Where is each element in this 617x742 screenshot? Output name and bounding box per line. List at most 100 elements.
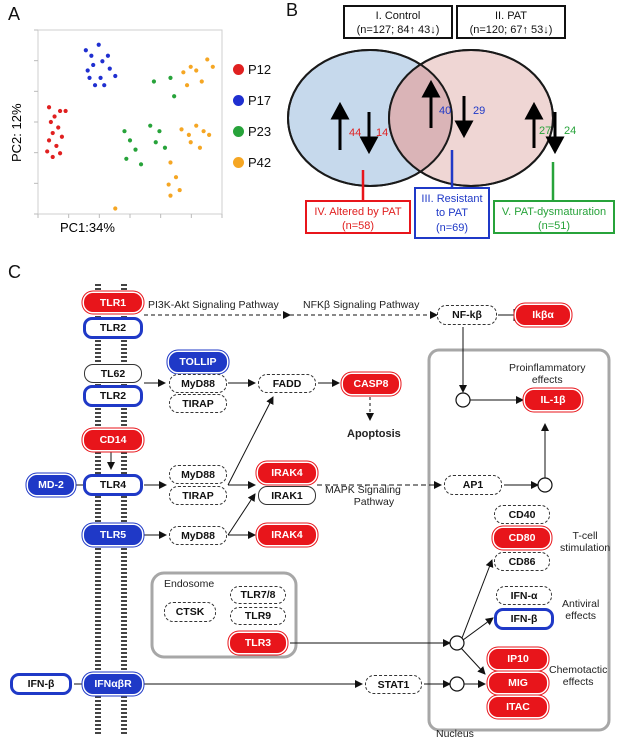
data-point-p23 <box>122 129 127 134</box>
ap1-node: AP1 <box>444 475 502 495</box>
data-point-p23 <box>162 145 168 150</box>
ctsk-node: CTSK <box>164 602 216 622</box>
data-point-p17 <box>96 42 101 47</box>
data-point-p12 <box>48 119 53 125</box>
junction-node <box>449 676 465 692</box>
md2-node: MD-2 <box>28 475 74 495</box>
right-down-count: 24 <box>564 125 576 137</box>
irak4-node-2: IRAK4 <box>258 525 316 545</box>
cd40-node: CD40 <box>494 505 550 524</box>
tollip-node: TOLLIP <box>169 352 227 372</box>
junction-node <box>449 635 465 651</box>
tlr5-node: TLR5 <box>84 525 142 545</box>
dysmat-title: V. PAT-dysmaturation <box>501 206 607 218</box>
panel-label-a: A <box>8 4 21 24</box>
irak1-node: IRAK1 <box>258 486 316 505</box>
data-point-p12 <box>57 108 63 114</box>
legend-item-p42: P42 <box>233 155 271 170</box>
data-point-p17 <box>105 53 111 58</box>
data-point-p17 <box>87 75 92 80</box>
data-point-p12 <box>50 130 55 136</box>
pat-count: (n=120; 67↑ 53↓) <box>469 24 553 37</box>
myd88-node-2: MyD88 <box>169 465 227 484</box>
tirap-node-2: TIRAP <box>169 486 227 505</box>
data-point-p12 <box>52 114 57 119</box>
data-point-p23 <box>151 79 157 84</box>
data-point-p42 <box>177 187 182 193</box>
dysmat-count: (n=51) <box>537 220 571 233</box>
data-point-p23 <box>172 94 177 99</box>
data-point-p17 <box>98 75 103 80</box>
myd88-node: MyD88 <box>169 374 227 393</box>
apoptosis-label: Apoptosis <box>347 428 401 440</box>
data-point-p17 <box>85 68 90 73</box>
data-point-p42 <box>184 83 190 88</box>
data-point-p42 <box>179 127 184 132</box>
resistant-count: (n=69) <box>435 221 469 234</box>
tlr3-node: TLR3 <box>230 633 286 653</box>
altered-count: (n=58) <box>341 220 375 233</box>
data-point-p42 <box>201 129 206 134</box>
control-count: (n=127; 84↑ 43↓) <box>356 24 440 37</box>
tlr9-node: TLR9 <box>230 607 286 625</box>
data-point-p42 <box>210 64 215 69</box>
junction-node <box>455 392 471 408</box>
fadd-node: FADD <box>258 374 316 393</box>
data-point-p17 <box>89 53 94 58</box>
casp8-node: CASP8 <box>343 374 399 394</box>
stat1-node: STAT1 <box>365 675 422 694</box>
data-point-p42 <box>173 175 179 180</box>
data-point-p12 <box>57 151 63 156</box>
ifnabr-node: IFNαβR <box>84 674 142 694</box>
legend-label: P23 <box>248 124 272 139</box>
data-point-p12 <box>46 105 52 110</box>
x-axis-label: PC1:34% <box>60 220 115 235</box>
data-point-p42 <box>168 193 173 198</box>
data-point-p17 <box>102 83 107 88</box>
data-point-p12 <box>56 125 61 130</box>
tlr78-node: TLR7/8 <box>230 586 286 604</box>
y-axis-label: PC2: 12% <box>9 103 24 162</box>
data-point-p12 <box>50 154 55 160</box>
data-point-p12 <box>63 108 68 114</box>
data-point-p23 <box>168 75 173 80</box>
data-point-p17 <box>92 83 98 88</box>
mig-node: MIG <box>489 673 547 693</box>
data-point-p17 <box>113 73 118 79</box>
myd88-node-3: MyD88 <box>169 526 227 545</box>
legend-item-p17: P17 <box>233 93 271 108</box>
data-point-p17 <box>107 66 112 71</box>
legend-swatch <box>233 126 244 137</box>
itac-node: ITAC <box>489 697 547 717</box>
data-point-p23 <box>124 156 129 161</box>
control-title: I. Control <box>375 10 421 22</box>
data-point-p42 <box>166 182 171 187</box>
right-up-count: 27 <box>539 125 551 137</box>
membrane-right <box>121 282 127 734</box>
data-point-p42 <box>197 145 203 150</box>
ip10-node: IP10 <box>489 649 547 669</box>
altered-by-pat-box: IV. Altered by PAT (n=58) <box>305 200 411 234</box>
nfkb-pathway-label: NFKβ Signaling Pathway <box>303 299 420 311</box>
data-point-p42 <box>199 79 204 84</box>
data-point-p42 <box>168 160 173 165</box>
data-point-p42 <box>194 123 199 128</box>
legend-swatch <box>233 95 244 106</box>
membrane-left <box>95 282 101 734</box>
data-point-p17 <box>83 48 88 53</box>
resistant-line1: III. Resistant <box>421 193 483 205</box>
tl62-node: TL62 <box>84 364 142 383</box>
data-point-p42 <box>205 57 210 62</box>
left-down-count: 14 <box>376 127 388 139</box>
legend-swatch <box>233 157 244 168</box>
pi3k-label: PI3K-Akt Signaling Pathway <box>148 299 279 311</box>
ifnb-ligand-node: IFN-β <box>10 673 72 695</box>
endosome-label: Endosome <box>164 578 215 590</box>
left-up-count: 44 <box>349 127 361 139</box>
